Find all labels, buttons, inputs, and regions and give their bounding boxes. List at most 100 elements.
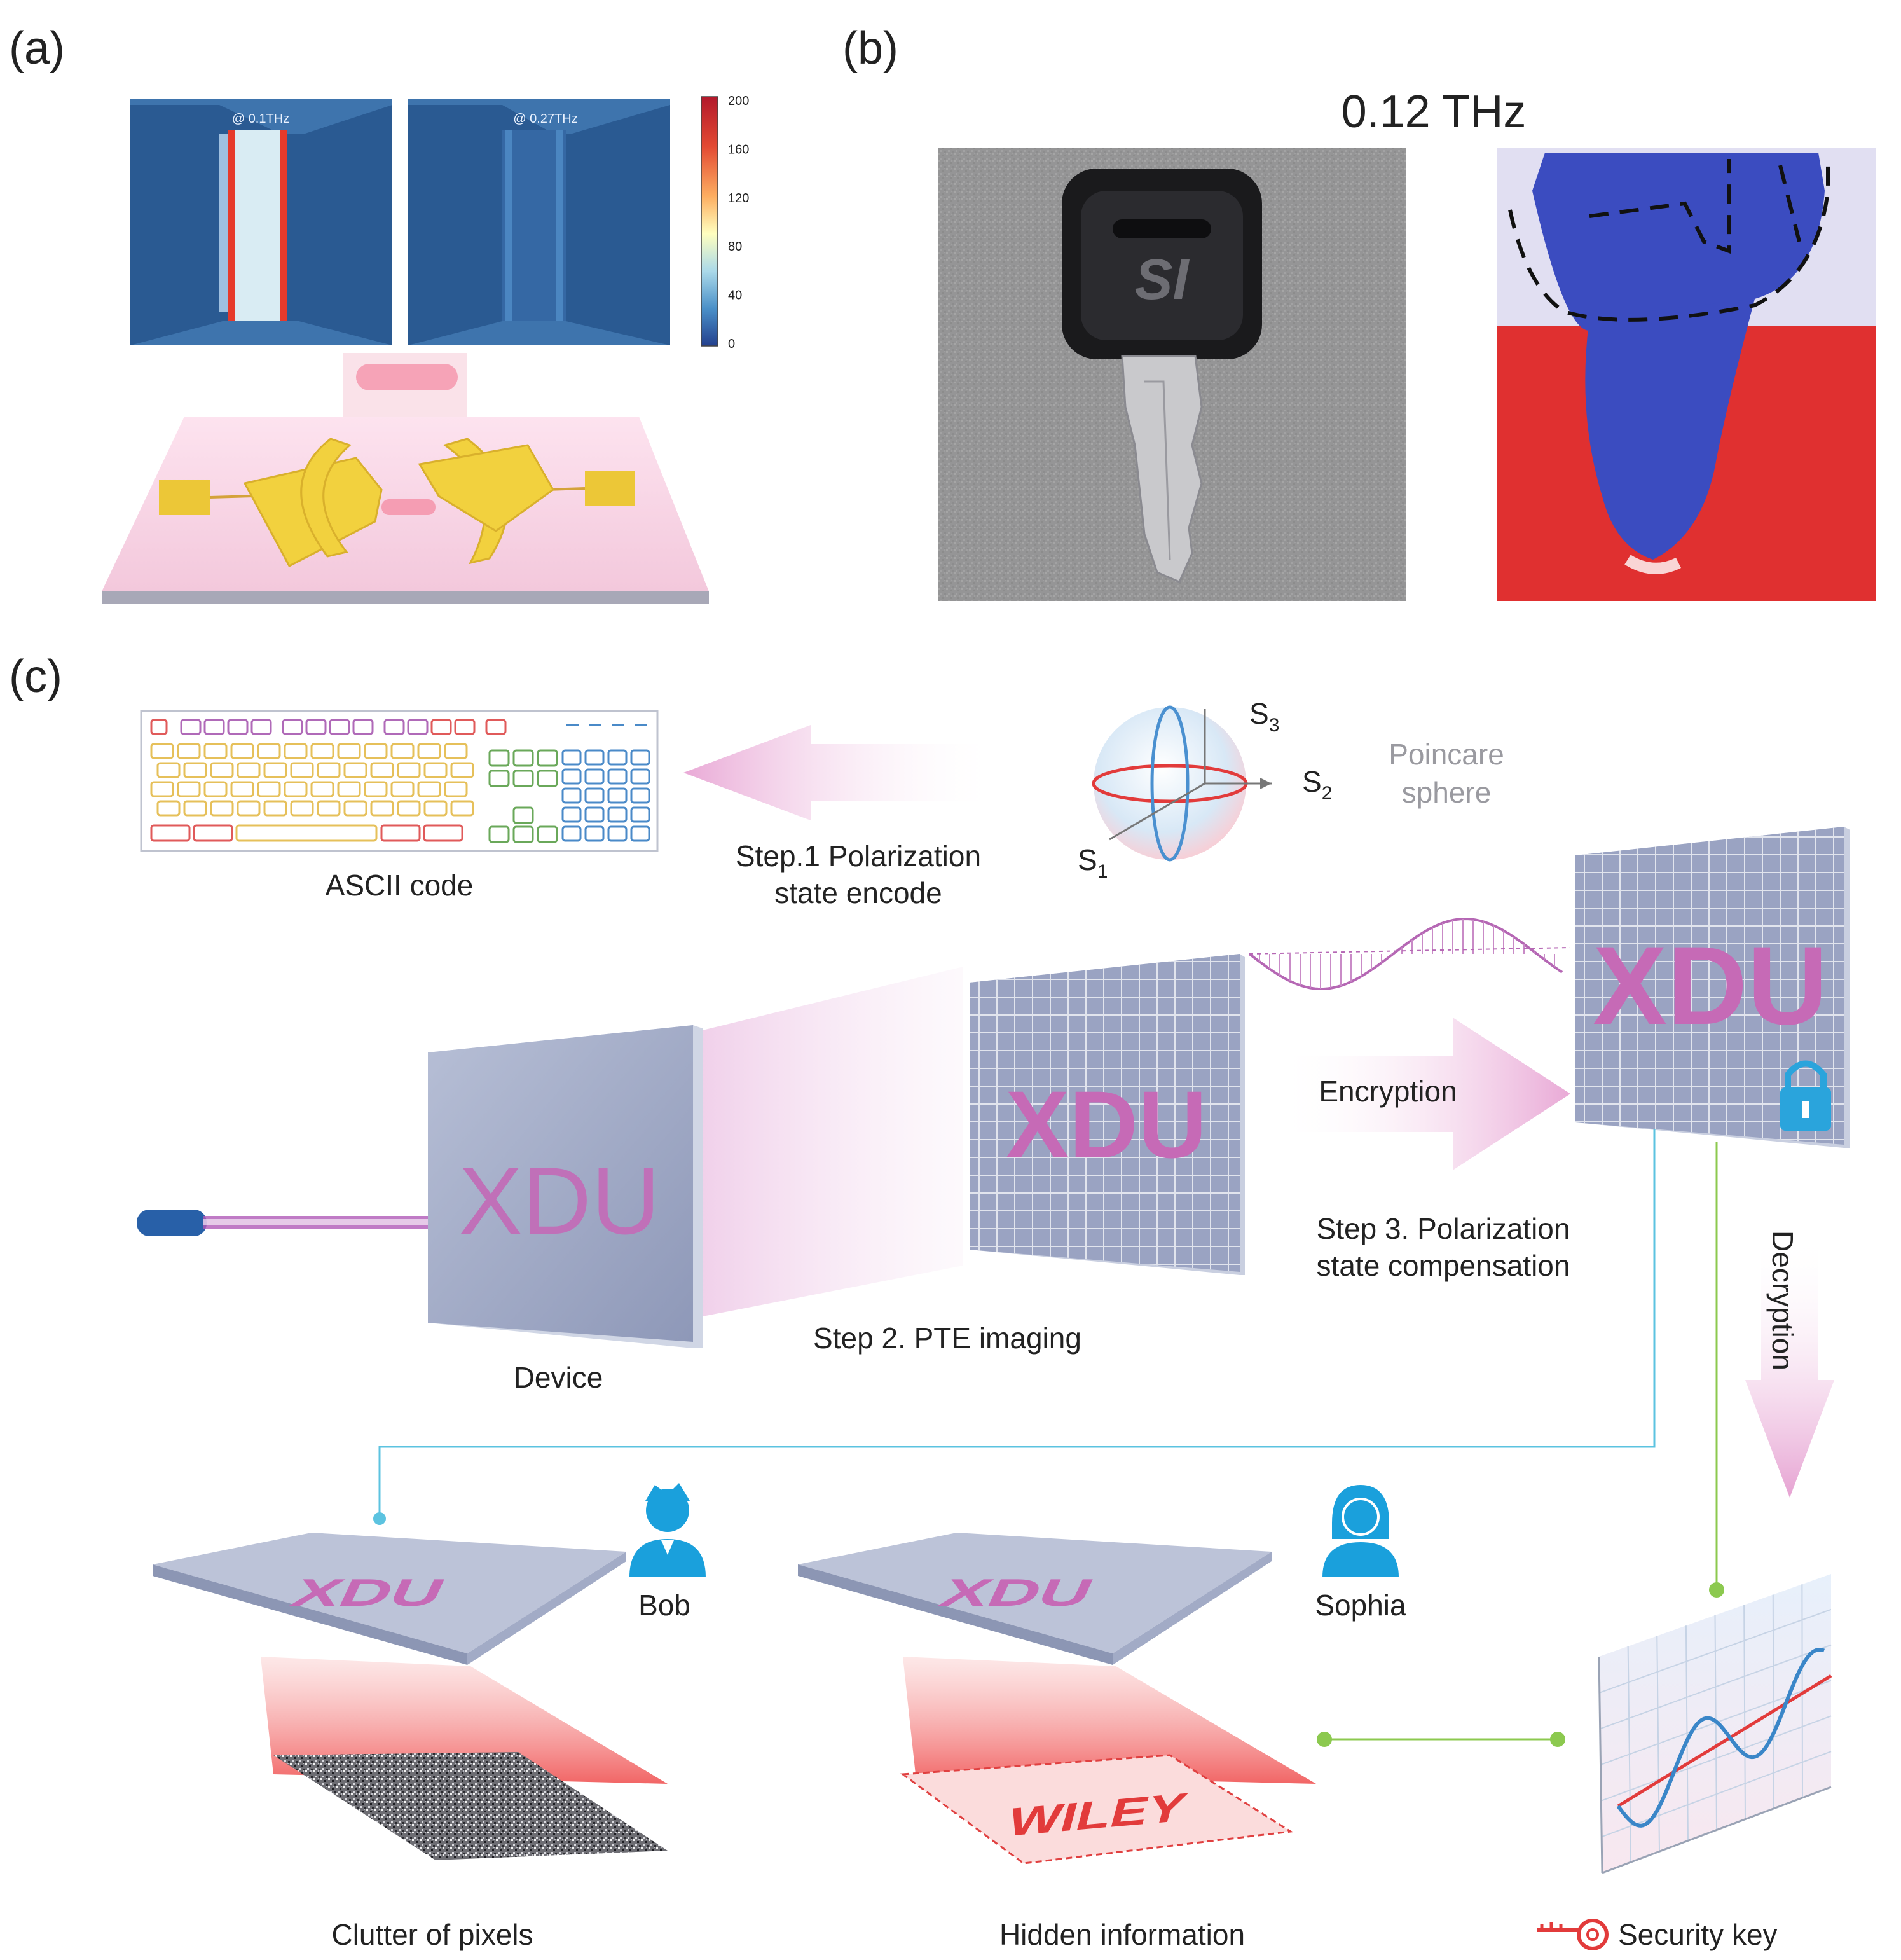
keyboard-key xyxy=(423,800,448,817)
keyboard-key xyxy=(310,781,334,797)
key-photo: SI xyxy=(938,148,1406,601)
keyboard-key xyxy=(561,787,582,804)
keyboard-key xyxy=(630,749,650,766)
keyboard-key xyxy=(177,781,201,797)
keyboard-key xyxy=(230,743,254,759)
keyboard-key xyxy=(230,781,254,797)
keyboard-key xyxy=(284,781,308,797)
field-map-0-1thz xyxy=(130,99,392,345)
keyboard-key xyxy=(237,762,261,778)
map1-freq-label: @ 0.1THz xyxy=(232,112,289,126)
antenna-device-illustration xyxy=(102,353,709,604)
device-text: XDU xyxy=(459,1147,661,1254)
hidden-caption: Hidden information xyxy=(999,1918,1245,1951)
keyboard-key xyxy=(537,770,558,787)
keyboard-key xyxy=(488,749,510,767)
keyboard-key xyxy=(450,762,474,778)
security-key-chart xyxy=(1598,1574,1832,1874)
keyboard-key xyxy=(417,781,441,797)
panel-b-title: 0.12 THz xyxy=(1342,86,1527,137)
keyboard-key xyxy=(630,768,650,785)
sophia-plate-text: XDU xyxy=(933,1571,1101,1614)
keyboard-key xyxy=(584,787,605,804)
keyboard-key xyxy=(257,781,281,797)
sphere-s1: S1 xyxy=(1078,843,1108,882)
colorbar-tick-label: 200 xyxy=(728,94,749,108)
keyboard-key xyxy=(488,825,510,843)
keyboard-key xyxy=(203,719,225,735)
keyboard-key xyxy=(630,806,650,823)
key-icon xyxy=(1537,1919,1609,1950)
step1-line2: state encode xyxy=(774,876,942,909)
polarized-wave xyxy=(1248,917,1571,990)
keyboard-key xyxy=(250,719,272,735)
keyboard-key xyxy=(444,743,468,759)
bob-name: Bob xyxy=(638,1589,690,1622)
keyboard-key xyxy=(561,749,582,766)
keyboard-key xyxy=(337,781,361,797)
key-caption: Security key xyxy=(1618,1918,1778,1951)
keyboard-key xyxy=(444,781,468,797)
step2-label: Step 2. PTE imaging xyxy=(813,1322,1081,1355)
keyboard-key xyxy=(423,824,463,842)
sphere-s2: S2 xyxy=(1302,765,1332,804)
keyboard-key xyxy=(257,743,281,759)
keyboard-key xyxy=(210,800,234,817)
keyboard-key xyxy=(488,770,510,787)
encrypted-text: XDU xyxy=(1593,924,1827,1048)
panel-a-label: (a) xyxy=(9,23,65,74)
panel-b-label: (b) xyxy=(842,23,898,74)
keyboard-key xyxy=(561,768,582,785)
svg-text:SI: SI xyxy=(1134,248,1190,312)
keyboard-key xyxy=(380,824,421,842)
keyboard-key xyxy=(210,762,234,778)
keyboard-key xyxy=(150,743,174,759)
keyboard-key xyxy=(227,719,249,735)
keyboard-key xyxy=(607,825,628,842)
colorbar-tick-label: 40 xyxy=(728,289,742,303)
keyboard-key xyxy=(512,806,534,824)
keyboard-key xyxy=(397,762,421,778)
keyboard-key xyxy=(383,719,405,735)
bob-plate: XDU xyxy=(153,1533,668,1860)
keyboard-key xyxy=(343,800,367,817)
connection-lines xyxy=(373,1129,1724,1747)
keyboard-key xyxy=(263,762,287,778)
keyboard-key xyxy=(390,781,415,797)
keyboard-key xyxy=(370,800,394,817)
keyboard-key xyxy=(454,719,476,735)
bob-avatar-icon xyxy=(629,1483,706,1577)
keyboard-key xyxy=(290,762,314,778)
decryption-arrow xyxy=(1745,1234,1834,1498)
colorbar xyxy=(701,96,718,347)
device-plate: XDU xyxy=(428,967,963,1348)
keyboard-key xyxy=(329,719,350,735)
keyboard-key xyxy=(183,800,207,817)
poincare-sphere xyxy=(1092,705,1272,862)
keyboard-key xyxy=(630,787,650,804)
keyboard-key xyxy=(284,743,308,759)
device-caption: Device xyxy=(514,1361,603,1394)
keyboard-key xyxy=(607,806,628,823)
keyboard-key xyxy=(352,719,374,735)
keyboard-key xyxy=(150,824,191,842)
keyboard-key xyxy=(390,743,415,759)
keyboard-key xyxy=(584,749,605,766)
keyboard-key xyxy=(417,743,441,759)
keyboard-key xyxy=(512,749,534,767)
keyboard-key xyxy=(561,806,582,823)
keyboard-key xyxy=(235,824,378,842)
colorbar-tick-label: 160 xyxy=(728,142,749,156)
encryption-label: Encryption xyxy=(1319,1075,1457,1108)
bob-plate-text: XDU xyxy=(285,1571,453,1614)
keyboard-illustration xyxy=(140,710,659,852)
sophia-plate: XDU WILEY xyxy=(798,1533,1316,1865)
step3-line1: Step 3. Polarization xyxy=(1317,1212,1570,1245)
keyboard-key xyxy=(183,762,207,778)
keyboard-key xyxy=(584,768,605,785)
keyboard-key xyxy=(485,719,507,735)
keyboard-key xyxy=(337,743,361,759)
keyboard-key xyxy=(263,800,287,817)
